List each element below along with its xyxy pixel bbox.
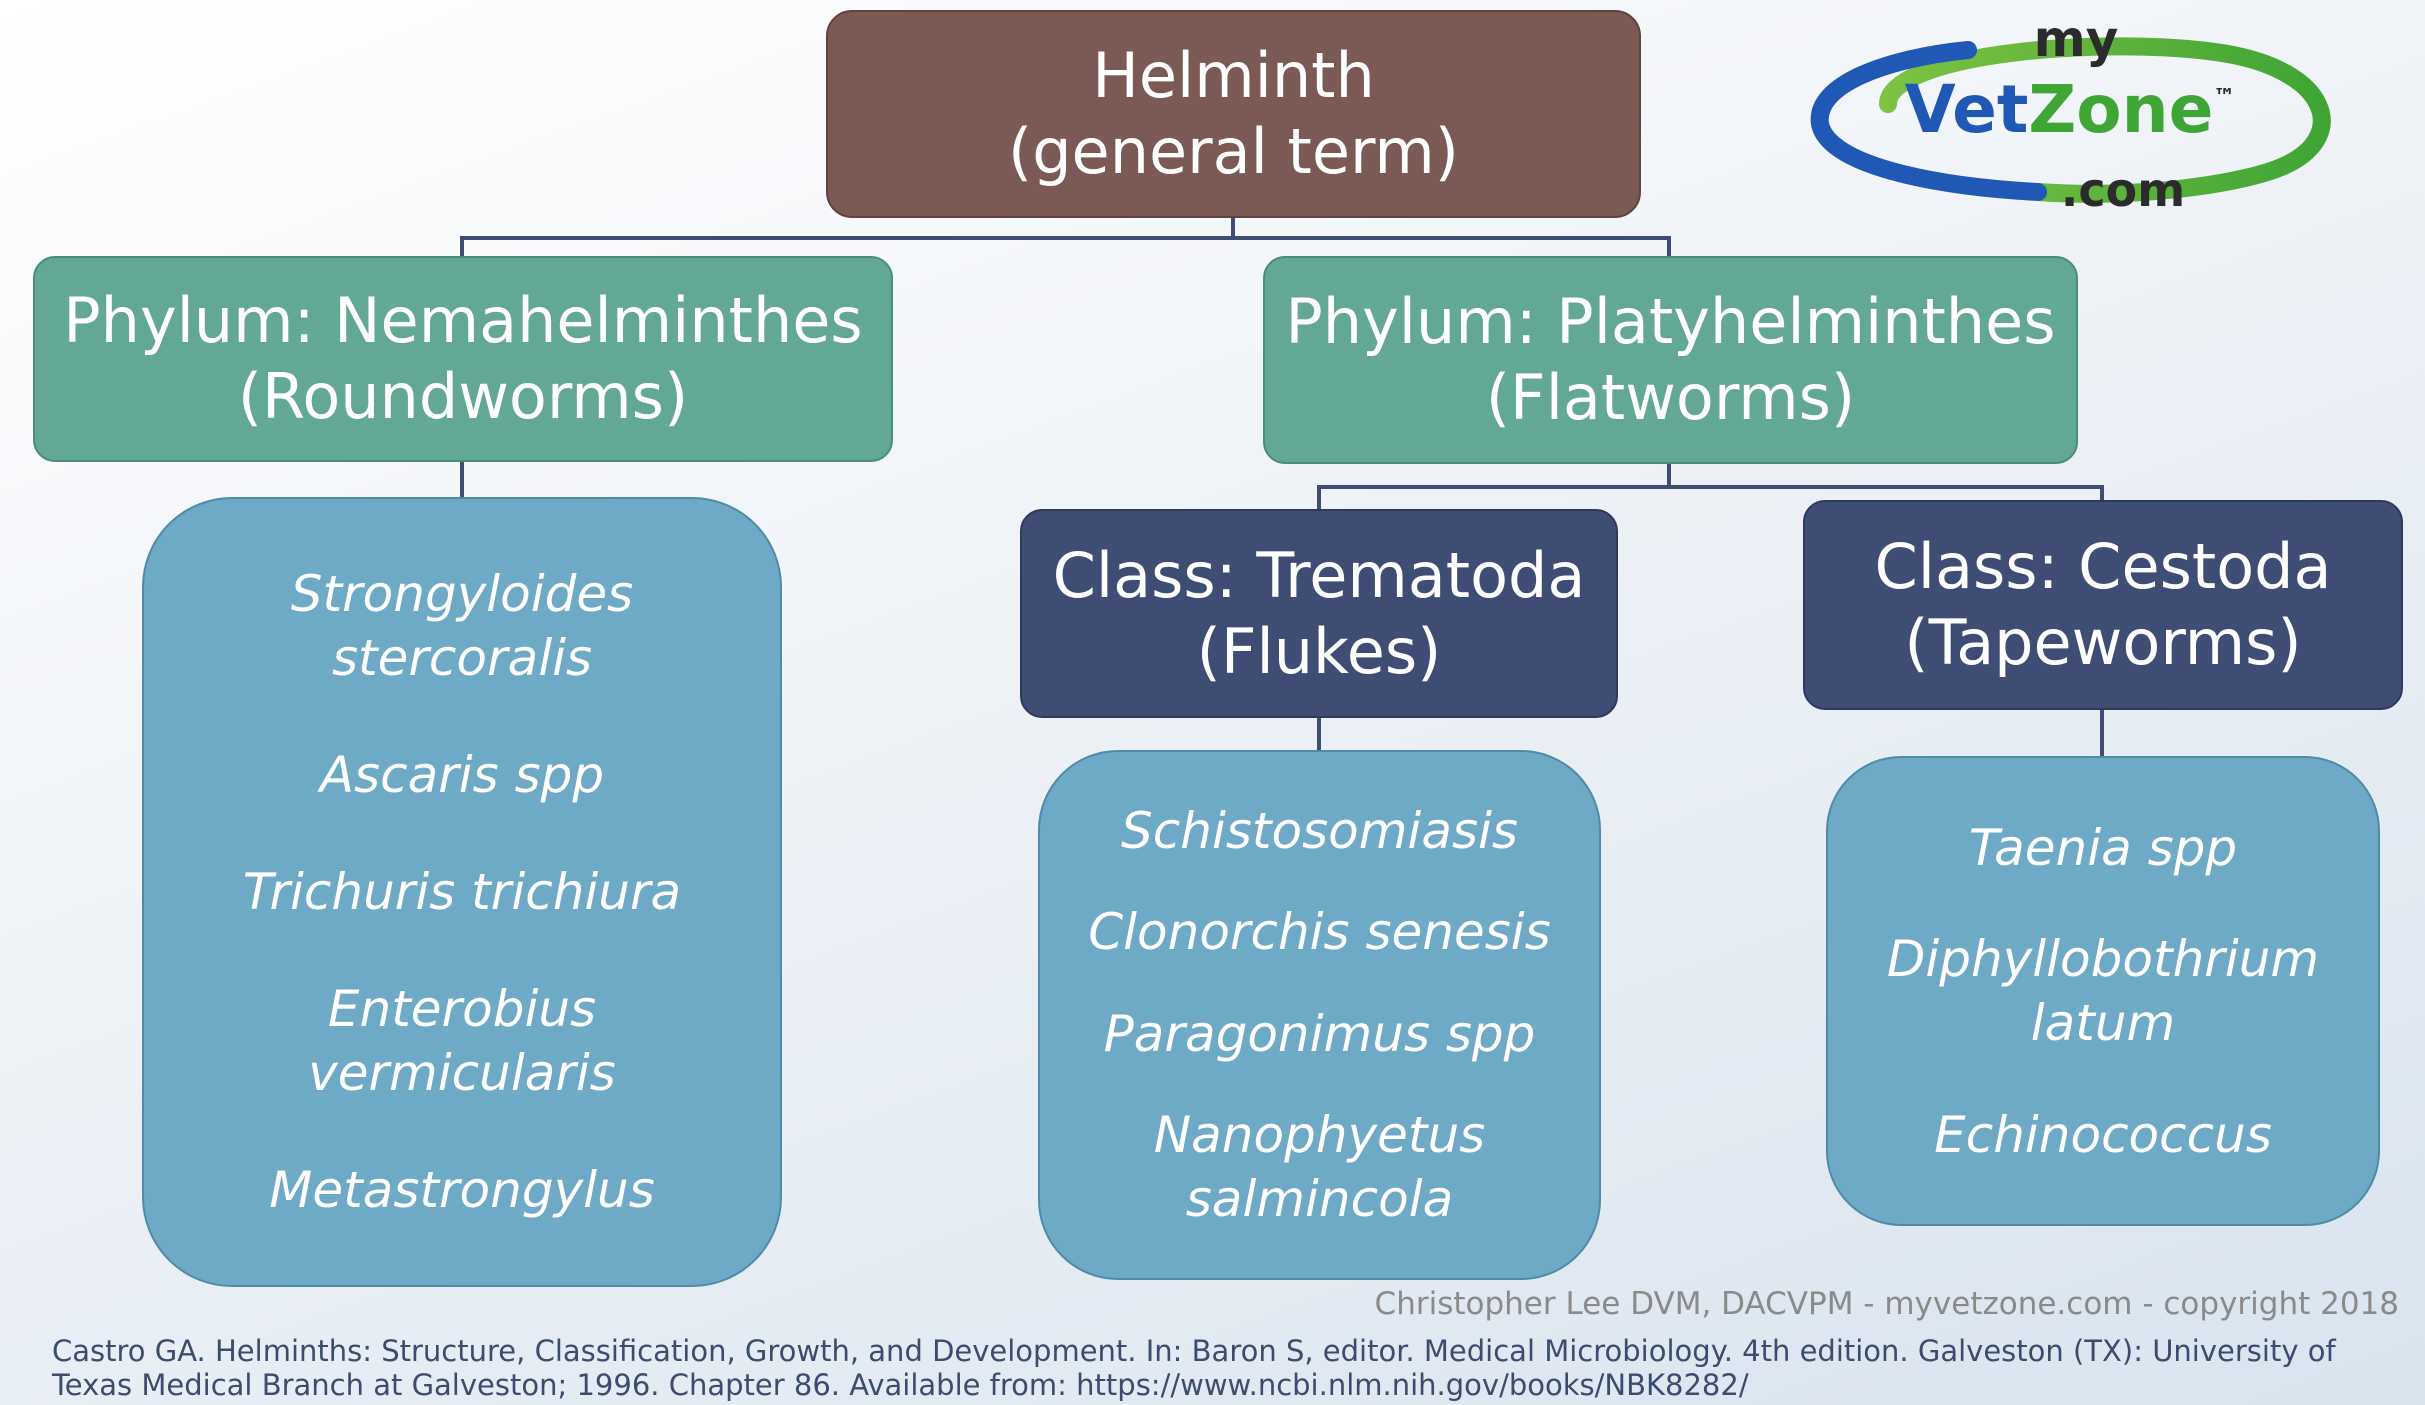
phylum-platyhelminthes-node: Phylum: Platyhelminthes (Flatworms) — [1263, 256, 2078, 464]
class-trematoda-node: Class: Trematoda (Flukes) — [1020, 509, 1618, 718]
species-item: Echinococcus — [1934, 1105, 2272, 1164]
species-item: Metastrongylus — [269, 1161, 655, 1219]
myvetzone-logo: my VetZone™ .com — [1810, 14, 2331, 217]
species-item: Paragonimus spp — [1103, 1004, 1536, 1063]
logo-tm-text: ™ — [2213, 85, 2235, 110]
phylum-nemahelminthes-node: Phylum: Nemahelminthes (Roundworms) — [33, 256, 893, 462]
class-common-name: (Flukes) — [1196, 614, 1442, 688]
class-cestoda-node: Class: Cestoda (Tapeworms) — [1803, 500, 2403, 710]
species-item: Clonorchis senesis — [1088, 903, 1551, 962]
phylum-title: Phylum: Nemahelminthes — [63, 284, 863, 357]
root-node-helminth: Helminth (general term) — [826, 10, 1641, 218]
phylum-common-name: (Flatworms) — [1485, 361, 1856, 434]
root-title: Helminth — [1092, 39, 1375, 112]
class-title: Class: Cestoda — [1874, 530, 2332, 603]
author-credit: Christopher Lee DVM, DACVPM - myvetzone.… — [1374, 1286, 2399, 1322]
logo-zone-text: Zone — [2028, 71, 2213, 148]
fluke-species-list: Schistosomiasis Clonorchis senesis Parag… — [1038, 750, 1601, 1280]
logo-my-text: my — [2034, 14, 2119, 68]
species-item: Ascaris spp — [319, 746, 605, 804]
root-subtitle: (general term) — [1008, 115, 1459, 188]
svg-text:VetZone™: VetZone™ — [1905, 71, 2236, 148]
class-common-name: (Tapeworms) — [1904, 606, 2302, 679]
phylum-common-name: (Roundworms) — [237, 360, 689, 433]
logo-vet-text: Vet — [1905, 71, 2029, 148]
logo-com-text: .com — [2061, 163, 2185, 217]
species-item: Schistosomiasis — [1121, 802, 1518, 861]
connector-root-to-phyla — [460, 218, 1671, 256]
species-item: Trichuris trichiura — [242, 863, 682, 921]
connector-flatworms-to-classes — [1317, 464, 2104, 509]
phylum-title: Phylum: Platyhelminthes — [1285, 285, 2056, 358]
class-title: Class: Trematoda — [1052, 538, 1586, 612]
reference-citation: Castro GA. Helminths: Structure, Classif… — [52, 1334, 2336, 1402]
species-item: Taenia spp — [1968, 818, 2238, 877]
